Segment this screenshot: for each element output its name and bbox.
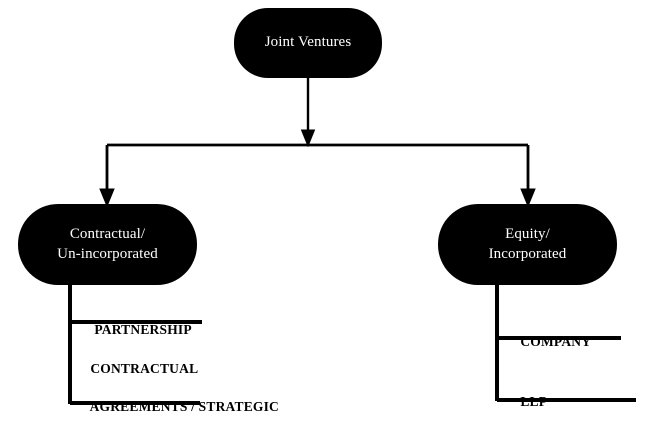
node-contractual-line-2: Un-incorporated: [57, 245, 158, 262]
leaf-label-partnership: PARTNERSHIP: [80, 301, 192, 358]
node-joint-ventures-line-1: Joint Ventures: [264, 34, 352, 51]
leaf-partnership-line-1: PARTNERSHIP: [94, 322, 192, 338]
leaf-label-contractual-agreements: CONTRACTUAL AGREEMENTS / STRATEGIC ALLIA…: [76, 340, 279, 423]
leaf-contractual-line-2: AGREEMENTS / STRATEGIC: [89, 399, 280, 415]
leaf-label-llp: LLP: [506, 373, 547, 423]
node-contractual-line-1: Contractual/: [69, 226, 146, 243]
node-joint-ventures[interactable]: Joint Ventures: [234, 8, 382, 78]
node-equity-line-2: Incorporated: [488, 245, 567, 262]
arrowhead-root-stem: [300, 129, 316, 148]
node-contractual-unincorporated[interactable]: Contractual/ Un-incorporated: [18, 204, 197, 285]
leaf-contractual-line-1: CONTRACTUAL: [90, 361, 199, 377]
node-equity-incorporated[interactable]: Equity/ Incorporated: [438, 204, 617, 285]
leaf-llp-line-1: LLP: [520, 394, 548, 410]
node-equity-line-1: Equity/: [505, 226, 550, 243]
leaf-label-company: COMPANY: [506, 313, 591, 370]
leaf-company-line-1: COMPANY: [520, 334, 592, 350]
